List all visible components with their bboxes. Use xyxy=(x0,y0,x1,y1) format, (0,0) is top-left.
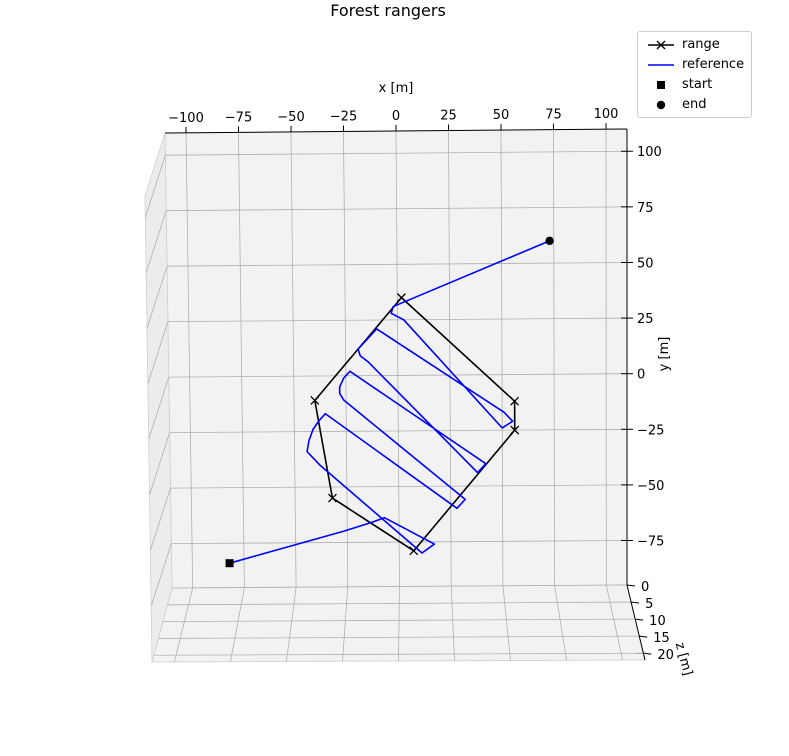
x-floor-gridline xyxy=(174,587,194,663)
square-marker-icon xyxy=(657,81,665,89)
y-tick-label: −25 xyxy=(637,423,664,438)
legend-item-range: range xyxy=(646,35,756,55)
y-tick-label: 25 xyxy=(637,312,654,327)
z-axis-line xyxy=(626,584,646,661)
x-gridline xyxy=(290,131,297,588)
series-start-square-marker xyxy=(225,559,234,568)
z-tick-mark xyxy=(639,635,648,638)
x-gridline xyxy=(238,132,245,588)
x-floor-gridline xyxy=(605,585,623,661)
x-tick-label: 50 xyxy=(493,108,510,123)
series-range-x-marker xyxy=(327,493,337,503)
z-tick-label: 10 xyxy=(649,614,666,629)
back-pane xyxy=(164,128,628,589)
z-tick-label: 20 xyxy=(657,648,674,663)
z-gridline xyxy=(162,618,636,623)
x-tick-label: −75 xyxy=(225,110,252,125)
z-tick-label: 15 xyxy=(653,631,670,646)
series-range-x-marker xyxy=(396,293,406,303)
x-gridline xyxy=(500,130,504,586)
y-gridline xyxy=(169,428,628,434)
legend: range reference start end xyxy=(637,31,752,118)
x-tick-label: 100 xyxy=(594,107,619,122)
x-floor-gridline xyxy=(286,587,297,662)
x-floor-gridline xyxy=(398,586,400,662)
y-tick-label: −50 xyxy=(637,479,664,494)
z-gridline xyxy=(158,635,640,639)
legend-item-reference: reference xyxy=(646,55,756,75)
z-tick-mark xyxy=(635,618,644,621)
y-tick-label: 50 xyxy=(637,256,654,271)
y-side-gridline xyxy=(146,266,168,329)
x-gridline xyxy=(395,130,400,587)
y-side-gridline xyxy=(147,321,169,384)
x-gridline xyxy=(448,130,452,587)
z-tick-mark xyxy=(626,584,636,587)
legend-label-start: start xyxy=(682,77,713,92)
side-pane xyxy=(144,132,173,663)
y-side-gridline xyxy=(150,543,172,606)
x-tick-label: 75 xyxy=(545,108,562,123)
y-axis-label: y [m] xyxy=(657,337,672,372)
series-range-x-marker xyxy=(310,396,320,405)
circle-marker-icon xyxy=(656,100,666,110)
y-side-gridline xyxy=(144,155,166,218)
y-side-gridline xyxy=(145,210,167,273)
legend-label-reference: reference xyxy=(682,57,745,72)
y-gridline xyxy=(167,317,628,323)
z-tick-mark xyxy=(643,652,652,655)
series-range-x-marker xyxy=(510,425,520,435)
x-floor-gridline xyxy=(502,585,511,661)
legend-item-start: start xyxy=(646,75,756,95)
z-tick-label: 5 xyxy=(645,597,653,612)
y-tick-label: −75 xyxy=(637,535,664,550)
y-tick-label: 0 xyxy=(637,368,645,383)
x-floor-gridline xyxy=(342,586,349,662)
x-axis-label: x [m] xyxy=(379,81,414,96)
y-side-gridline xyxy=(150,487,171,551)
z-gridline xyxy=(153,652,644,656)
grid-lines xyxy=(144,129,644,663)
x-gridline xyxy=(185,132,194,588)
x-gridline xyxy=(553,129,556,586)
legend-label-end: end xyxy=(682,97,707,112)
chart-title: Forest rangers xyxy=(330,1,446,20)
axes-panes xyxy=(144,128,646,663)
y-side-gridline xyxy=(149,432,170,495)
legend-item-end: end xyxy=(646,95,756,115)
y-gridline xyxy=(168,373,628,378)
y-tick-label: 100 xyxy=(637,145,662,160)
z-axis-label: z [m] xyxy=(672,641,695,677)
y-axis-ticks: 100 75 50 25 0 −25 −50 −75 xyxy=(621,145,664,550)
legend-line-icon xyxy=(648,64,674,66)
z-tick-label: 0 xyxy=(641,580,649,595)
y-gridline xyxy=(165,150,628,156)
z-gridline xyxy=(171,584,628,589)
y-gridline xyxy=(166,206,628,212)
x-tick-label: −25 xyxy=(330,109,357,124)
z-gridline xyxy=(167,601,632,606)
x-floor-gridline xyxy=(554,585,567,661)
x-axis-ticks: −100 −75 −50 −25 0 25 50 75 100 xyxy=(168,107,618,133)
data-series xyxy=(225,236,554,568)
z-axis-ticks: 0 5 10 15 20 xyxy=(626,580,674,663)
x-tick-label: 0 xyxy=(392,109,400,124)
x-tick-label: 25 xyxy=(440,109,457,124)
x-tick-label: −50 xyxy=(277,110,304,125)
series-end-circle-marker xyxy=(545,236,554,246)
z-tick-mark xyxy=(631,601,640,604)
series-reference-line xyxy=(229,240,550,564)
series-range-x-marker xyxy=(510,396,520,406)
y-gridline xyxy=(167,262,628,267)
y-tick-label: 75 xyxy=(637,201,654,216)
legend-label-range: range xyxy=(682,37,720,52)
y-gridline xyxy=(170,484,628,489)
x-floor-gridline xyxy=(450,586,455,661)
legend-line-x-marker-icon xyxy=(648,40,674,50)
y-side-gridline xyxy=(148,377,170,440)
x-floor-gridline xyxy=(230,587,245,662)
x-tick-label: −100 xyxy=(168,111,204,126)
x-gridline xyxy=(343,131,349,587)
